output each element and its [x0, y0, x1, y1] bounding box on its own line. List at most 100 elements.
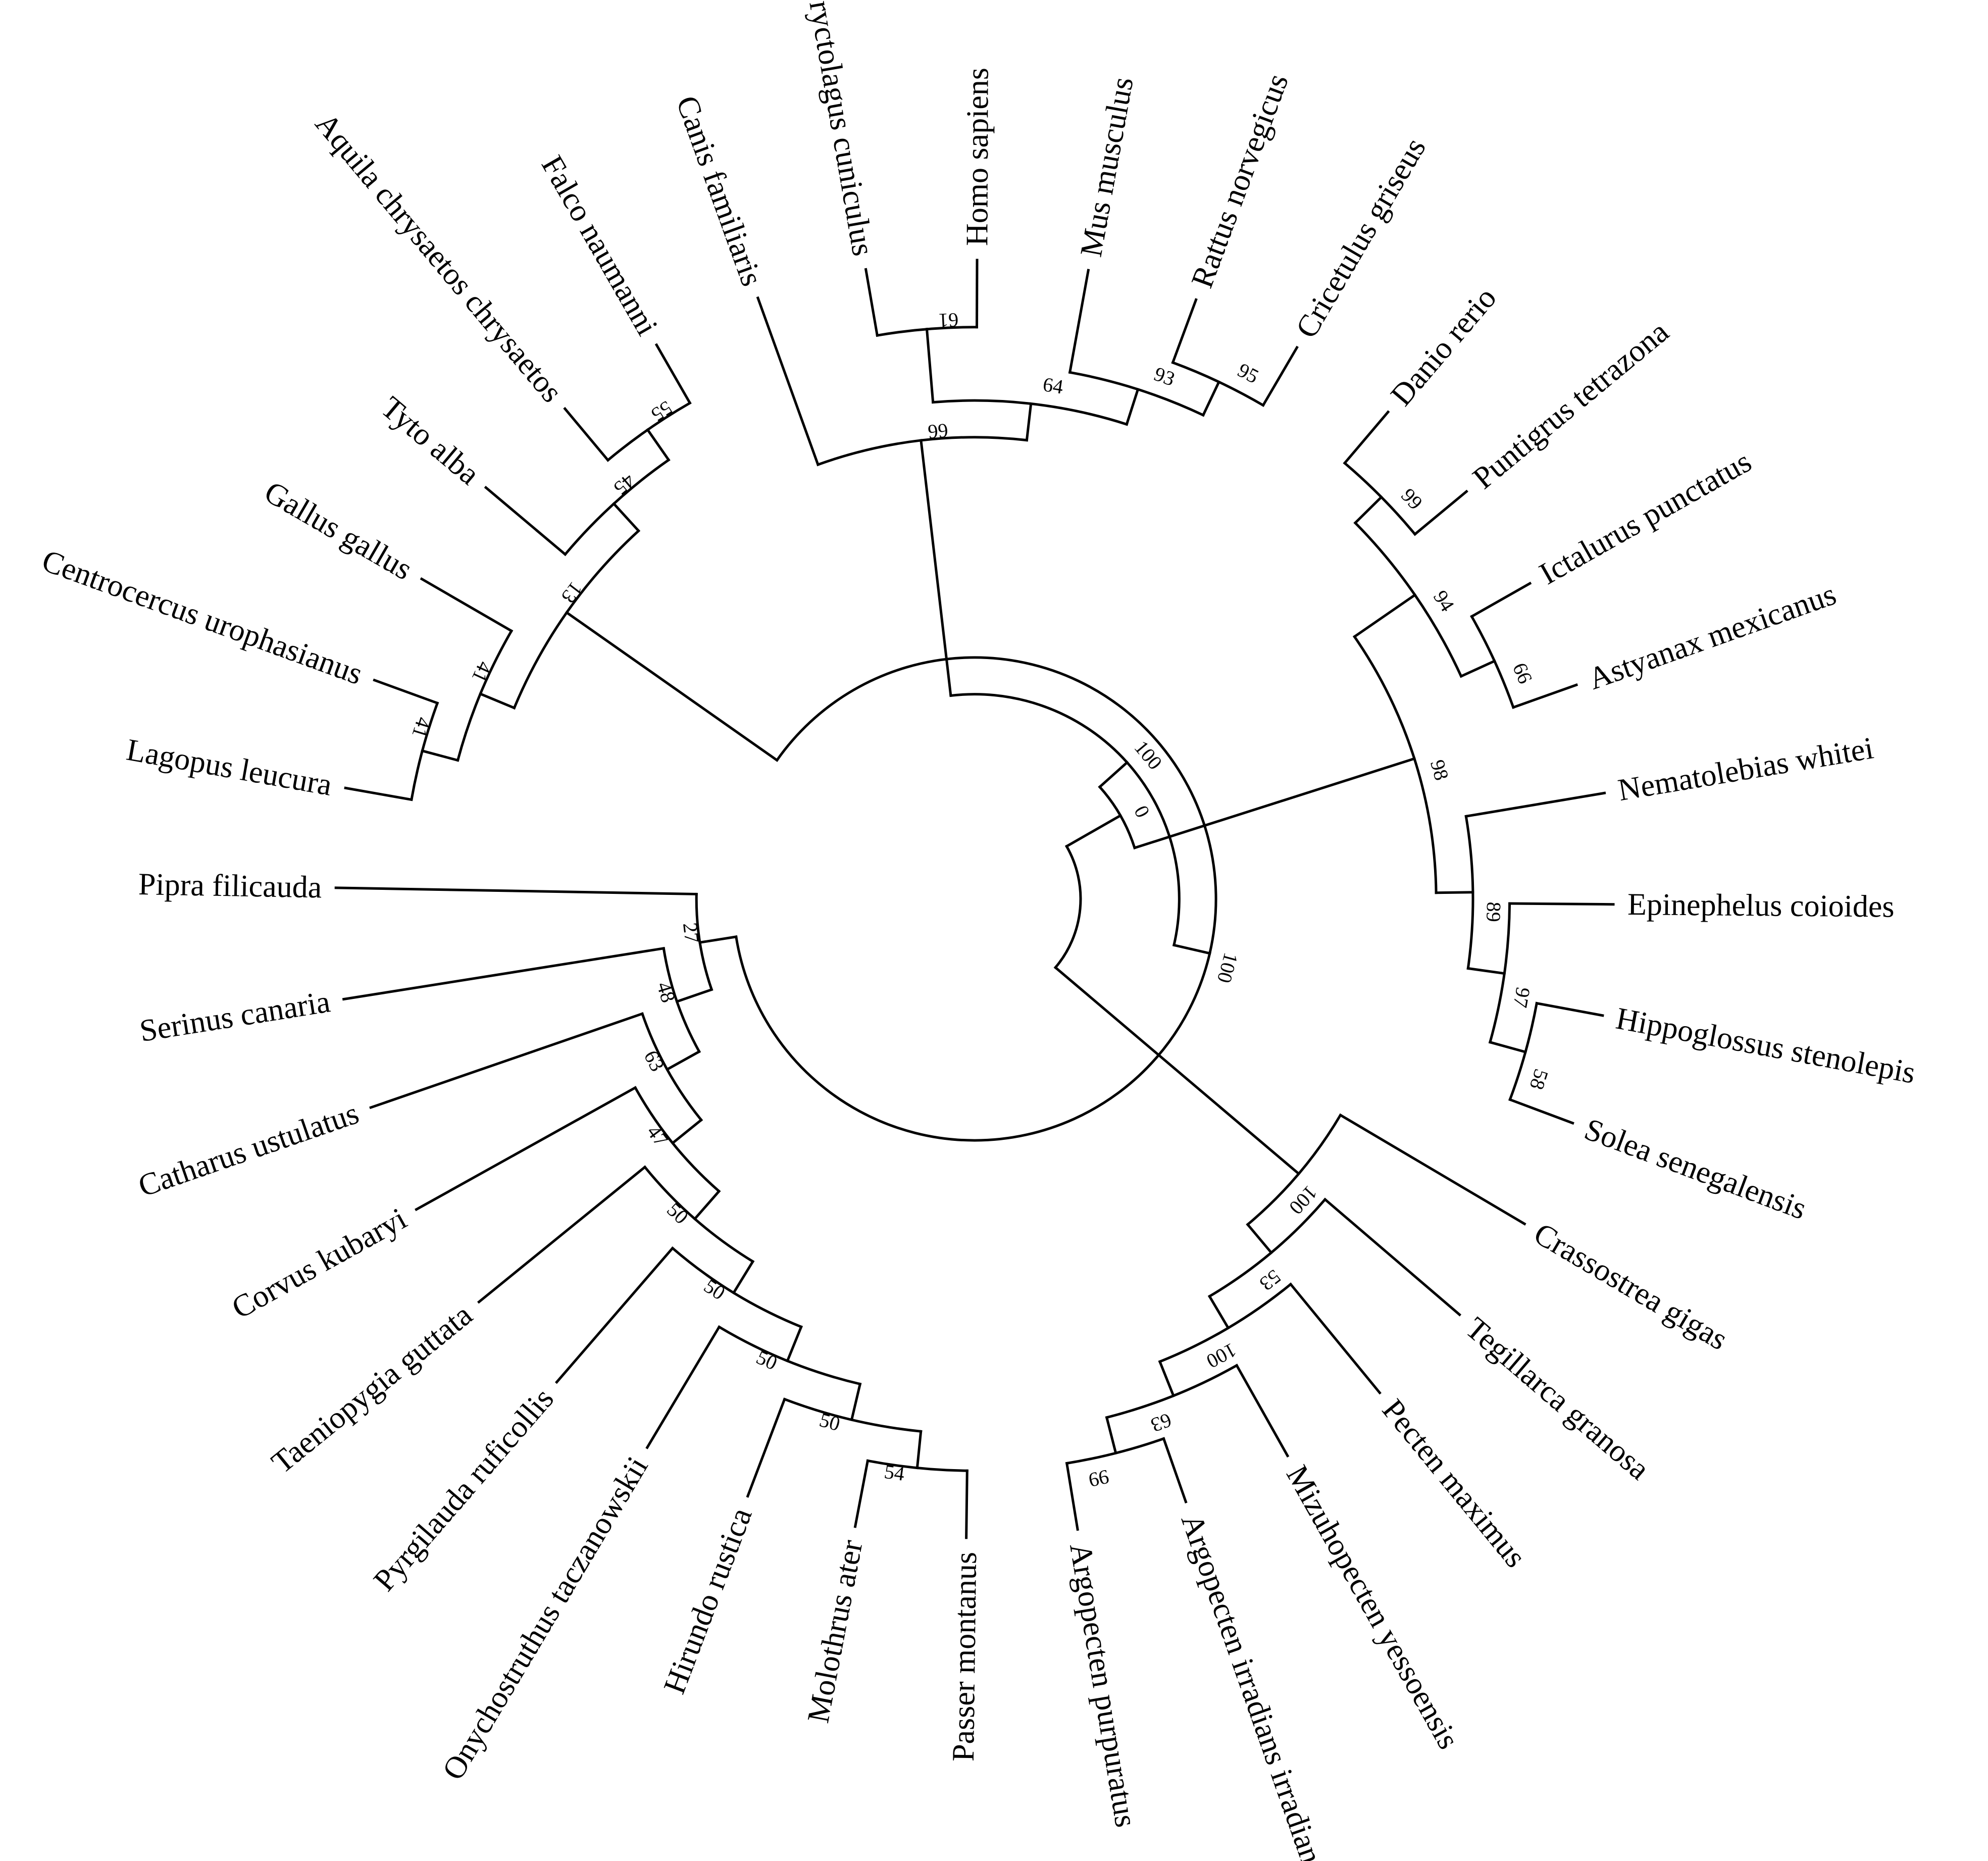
taxon-label-centrocercus: Centrocercus urophasianus: [37, 543, 367, 691]
branch-n_rattus: [1201, 380, 1221, 417]
branch-n_passer_molothrus: [915, 1430, 923, 1470]
branch-n_catharus: [665, 1049, 701, 1071]
branch-n_onycho: [786, 1325, 803, 1363]
taxon-label-nematolebias: Nematolebias whitei: [1615, 731, 1876, 808]
branch-n_fish: [1133, 757, 1416, 850]
branch-corvus: [415, 1086, 637, 1212]
branch-n_raptor: [612, 501, 641, 533]
branch-nematolebias: [1464, 791, 1606, 818]
branch-onychostruthus: [645, 1325, 721, 1449]
branch-n_solea: [1488, 1040, 1527, 1054]
taxon-label-pipra: Pipra filicauda: [138, 867, 322, 904]
branch-n_mus: [1125, 387, 1140, 426]
taxon-label-argopecten_i: Argopecten irradians irradians: [1175, 1510, 1333, 1861]
branch-crassostrea: [1339, 1113, 1526, 1226]
branch-n_birds: [1172, 943, 1211, 955]
support-n_taenio: 50: [662, 1198, 693, 1228]
support-n_onycho: 50: [753, 1345, 781, 1374]
taxon-label-ictalurus: Ictalurus punctatus: [1534, 444, 1757, 591]
tree-branches: [334, 259, 1615, 1539]
support-n_fish: 98: [1426, 757, 1453, 783]
branch-n_falco: [646, 428, 671, 462]
branch-pecten: [1289, 1282, 1382, 1395]
taxon-label-hippoglossus: Hippoglossus stenolepis: [1613, 1001, 1918, 1090]
branch-n_corvus: [671, 1118, 703, 1145]
support-n_danio: 99: [1397, 484, 1427, 514]
taxon-label-canis: Canis familiaris: [670, 91, 770, 290]
branch-argopecten_i: [1162, 1437, 1188, 1503]
branch-n_nonpass: [565, 611, 779, 762]
branch-molothrus: [853, 1459, 870, 1528]
taxon-label-pecten: Pecten maximus: [1375, 1393, 1533, 1574]
support-n_corvus: 47: [642, 1121, 673, 1150]
branch-n_lagopus: [421, 749, 460, 762]
branch-astyanax: [1511, 683, 1578, 709]
branch-n_pyrgi: [732, 1260, 755, 1295]
branch-homo: [975, 259, 979, 329]
bootstrap-support-labels: 5450505050476348274141554513100959361646…: [407, 309, 1553, 1492]
support-n_passeri: 27: [679, 921, 703, 944]
arc-n_birds: [734, 656, 1217, 1142]
branch-oryctolagus: [864, 268, 879, 337]
branch-n_mammals: [920, 439, 952, 697]
taxon-label-aquila: Aquila chrysaetos chrysaetos: [309, 107, 569, 409]
branch-epinephelus: [1508, 902, 1615, 906]
taxon-label-passer: Passer montanus: [946, 1551, 983, 1762]
branch-mizuhopecten: [1235, 1364, 1290, 1458]
branch-pyrgilauda: [554, 1246, 675, 1384]
branch-n_galli: [479, 692, 516, 710]
branch-danio: [1343, 410, 1390, 465]
branch-ictalurus: [1470, 581, 1532, 619]
support-n_galli: 41: [468, 658, 497, 686]
branch-n_pecten: [1207, 1294, 1230, 1330]
taxon-label-falco: Falco naumanni: [535, 150, 665, 341]
taxon-label-tegillarca: Tegillarca granosa: [1459, 1311, 1656, 1487]
support-n_catharus: 63: [640, 1047, 669, 1075]
support-n_falco: 55: [647, 396, 677, 426]
taxon-label-mizuhopecten: Mizuhopecten yessoensis: [1280, 1460, 1466, 1754]
branch-mus: [1068, 269, 1090, 374]
taxon-label-molothrus: Molothrus ater: [801, 1537, 869, 1726]
support-n_raptor: 45: [609, 469, 640, 499]
branch-tegillarca: [1323, 1197, 1462, 1317]
branch-passer: [965, 1469, 968, 1539]
support-n_epine: 97: [1509, 985, 1535, 1009]
branch-n_vert: [1064, 814, 1123, 848]
taxon-label-epinephelus: Epinephelus coioides: [1627, 887, 1895, 924]
branch-rattus: [1171, 298, 1198, 365]
taxon-label-puntigrus: Puntigrus tetrazona: [1466, 315, 1675, 496]
taxon-label-oryctolagus: Oryctolagus cuniculus: [799, 0, 881, 259]
branch-centrocercus: [373, 678, 439, 705]
branch-falco: [654, 343, 692, 405]
support-n_mizu: 63: [1148, 1409, 1175, 1437]
support-n_pyrgi: 50: [700, 1274, 729, 1304]
branch-hippoglossus: [1535, 1001, 1604, 1017]
branch-gallus: [420, 577, 514, 633]
support-n_mus: 93: [1151, 362, 1178, 390]
branch-n_homo: [925, 327, 935, 404]
branch-n_bivalves: [1053, 966, 1301, 1176]
branch-n_tegi: [1246, 1223, 1273, 1254]
branch-cricetulus: [1261, 345, 1299, 407]
branch-n_passeri: [698, 935, 738, 944]
branch-n_epine: [1466, 967, 1506, 975]
taxon-label-lagopus: Lagopus leucura: [124, 733, 334, 802]
support-n_euarch: 64: [1041, 373, 1064, 398]
arc-n_amniotes: [949, 693, 1181, 947]
taxon-label-mus: Mus musculus: [1074, 74, 1140, 259]
branch-catharus: [369, 1012, 644, 1110]
branch-n_mizu: [1158, 1360, 1176, 1397]
taxon-label-cricetulus: Cricetulus griseus: [1289, 132, 1433, 344]
support-n_homo: 61: [938, 309, 959, 332]
taxon-label-crassostrea: Crassostrea gigas: [1528, 1216, 1734, 1356]
branch-hirundo: [746, 1397, 786, 1498]
support-n_nemato: 89: [1482, 901, 1505, 922]
taxon-label-pyrgilauda: Pyrgilauda ruficollis: [367, 1382, 560, 1598]
branch-argopecten_p: [1065, 1462, 1079, 1531]
support-n_birds: 100: [1213, 950, 1243, 986]
taxon-label-serinus: Serinus canaria: [137, 984, 332, 1048]
support-n_mammals: 66: [927, 419, 949, 443]
branch-taeniopygia: [477, 1165, 647, 1304]
support-n_vert: 0: [1130, 802, 1154, 822]
taxon-label-solea: Solea senegalensis: [1580, 1112, 1811, 1226]
